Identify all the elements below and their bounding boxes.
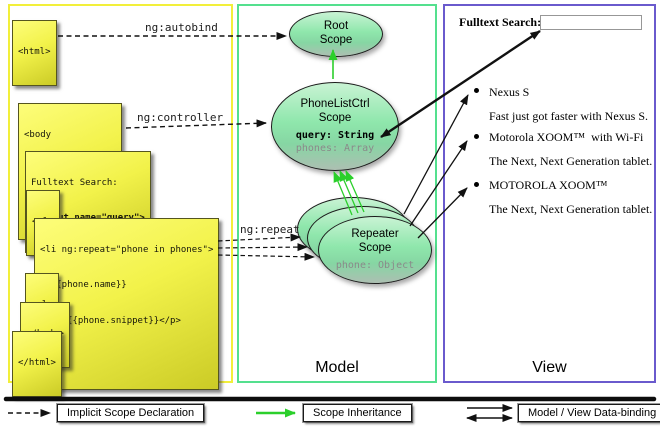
code-line: Fulltext Search: bbox=[31, 178, 118, 189]
legend-implicit-scope-box: Implicit Scope Declaration bbox=[57, 404, 205, 422]
ng-controller-label: ng:controller bbox=[137, 111, 224, 124]
phone-snippet: Fast just got faster with Nexus S. bbox=[489, 109, 648, 123]
root-scope-name: Root Scope bbox=[320, 20, 353, 47]
scope-name-line: PhoneListCtrl bbox=[300, 98, 370, 111]
scope-name-line: Root bbox=[323, 20, 349, 33]
list-bullet bbox=[474, 134, 479, 139]
legend-data-binding-box: Model / View Data-binding bbox=[518, 404, 660, 422]
phone-snippet: The Next, Next Generation tablet. bbox=[489, 202, 653, 216]
view-column: View bbox=[443, 4, 656, 383]
root-scope-ellipse: Root Scope bbox=[289, 11, 383, 57]
scope-name-line: Repeater bbox=[351, 228, 399, 241]
code-line: <body bbox=[24, 130, 52, 141]
phone-name: Nexus S bbox=[489, 85, 530, 99]
code-line: </html> bbox=[18, 358, 56, 369]
repeater-scope-ellipse: Repeater Scope phone: Object bbox=[318, 216, 432, 284]
list-bullet bbox=[474, 88, 479, 93]
code-line: {{phone.name}} bbox=[40, 280, 127, 291]
html-open-tag-box: <html> bbox=[12, 20, 57, 87]
repeater-scope-props: phone: Object bbox=[336, 259, 414, 272]
repeater-scope-name: Repeater Scope bbox=[351, 228, 398, 255]
view-column-title: View bbox=[532, 359, 567, 376]
phone-snippet: The Next, Next Generation tablet. bbox=[489, 154, 653, 168]
html-close-tag-box: </html> bbox=[12, 331, 62, 398]
scope-name-line: Scope bbox=[358, 242, 392, 254]
ng-autobind-label: ng:autobind bbox=[145, 21, 218, 34]
phone-name: Motorola XOOM™ with Wi-Fi bbox=[489, 130, 644, 144]
phonelistctrl-scope-name: PhoneListCtrl Scope bbox=[300, 98, 369, 125]
phones-property: phones: Array bbox=[295, 142, 375, 154]
phone-name: MOTOROLA XOOM™ bbox=[489, 178, 608, 192]
ng-repeat-label: ng:repeat bbox=[240, 223, 300, 236]
code-line: <li ng:repeat="phone in phones"> bbox=[40, 245, 214, 256]
scope-name-line: Scope bbox=[318, 112, 352, 124]
list-bullet bbox=[474, 182, 479, 187]
code-line: <html> bbox=[18, 47, 51, 58]
fulltext-search-label: Fulltext Search: bbox=[459, 15, 542, 29]
phonelistctrl-scope-props: query: String phones: Array bbox=[296, 129, 374, 155]
legend-scope-inheritance-box: Scope Inheritance bbox=[303, 404, 412, 422]
fulltext-search-input[interactable] bbox=[540, 15, 642, 30]
model-column: Model bbox=[237, 4, 437, 383]
query-property: query: String bbox=[295, 129, 375, 141]
phonelistctrl-scope-ellipse: PhoneListCtrl Scope query: String phones… bbox=[271, 82, 399, 171]
code-line: <p>{{phone.snippet}}</p> bbox=[40, 315, 181, 326]
scope-name-line: Scope bbox=[319, 34, 353, 46]
phone-property: phone: Object bbox=[335, 259, 415, 271]
model-column-title: Model bbox=[315, 359, 359, 376]
